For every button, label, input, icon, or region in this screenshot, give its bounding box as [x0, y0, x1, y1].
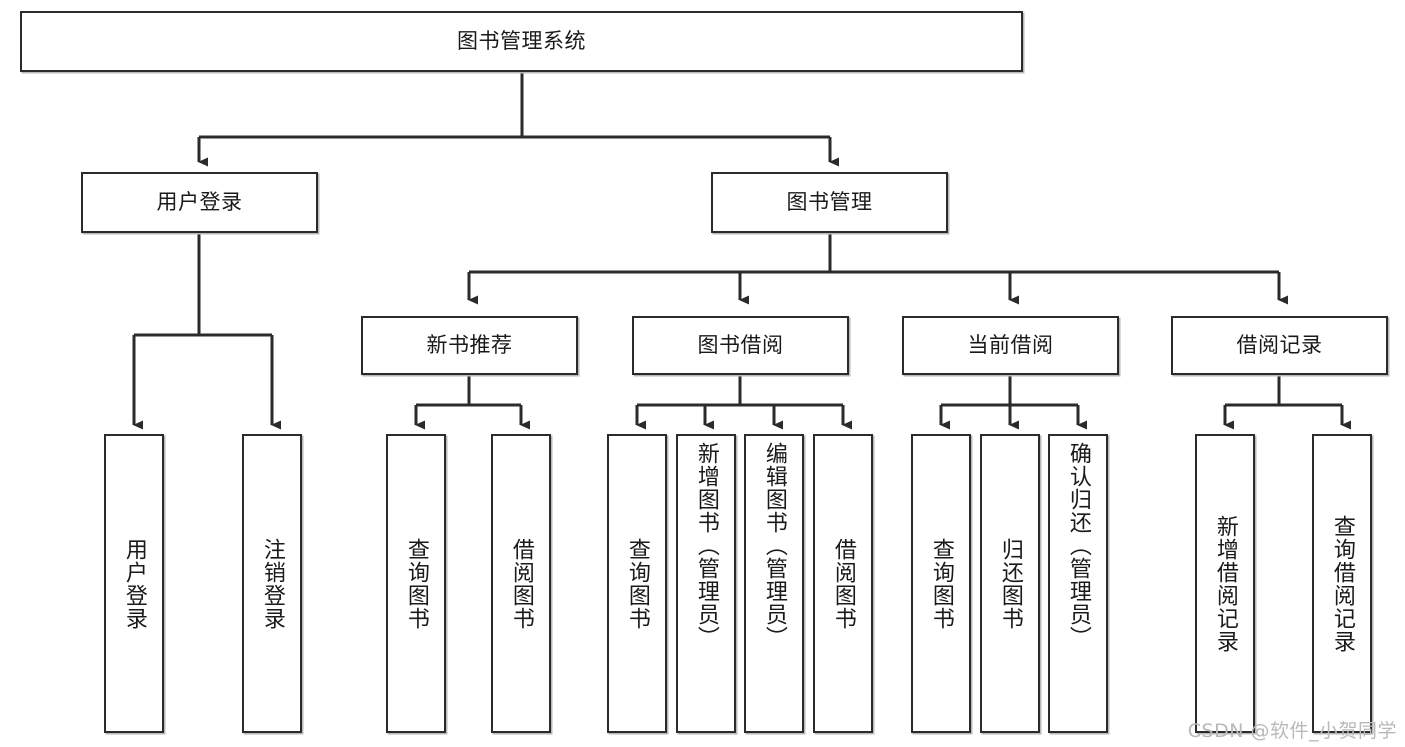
node-label: 借阅图书	[830, 537, 856, 630]
node-label: 新增图书（管理员）	[693, 442, 719, 649]
csdn-watermark: CSDN @软件_小贺同学	[1187, 720, 1397, 742]
node-user-login[interactable]: 用户登录	[81, 172, 318, 233]
node-leaf-return-book[interactable]: 归还图书	[980, 434, 1040, 733]
node-current-borrow[interactable]: 当前借阅	[902, 316, 1119, 375]
node-label: 当前借阅	[967, 333, 1054, 358]
node-leaf-add-borrow-record[interactable]: 新增借阅记录	[1195, 434, 1255, 733]
node-leaf-borrow-book[interactable]: 借阅图书	[813, 434, 873, 733]
node-label: 查询图书	[403, 537, 429, 630]
node-label: 确认归还（管理员）	[1065, 442, 1091, 649]
node-label: 查询图书	[928, 537, 954, 630]
new-book-recommend-to-leaves-edges	[414, 375, 530, 430]
node-label: 图书管理系统	[457, 29, 586, 54]
node-leaf-borrow-book-recommend[interactable]: 借阅图书	[491, 434, 551, 733]
node-leaf-query-borrow-record[interactable]: 查询借阅记录	[1312, 434, 1372, 733]
borrow-record-to-leaves-edges	[1223, 375, 1351, 430]
node-borrow-record[interactable]: 借阅记录	[1171, 316, 1388, 375]
book-management-to-level3-edges	[467, 233, 1288, 305]
node-label: 用户登录	[121, 537, 147, 630]
node-label: 新增借阅记录	[1212, 514, 1238, 653]
node-label: 图书管理	[786, 190, 873, 215]
node-label: 归还图书	[997, 537, 1023, 630]
node-label: 查询图书	[624, 537, 650, 630]
node-leaf-edit-book-admin[interactable]: 编辑图书（管理员）	[744, 434, 804, 733]
root-to-level2-edges	[197, 72, 839, 167]
node-label: 图书借阅	[697, 333, 784, 358]
book-borrow-to-leaves-edges	[635, 375, 852, 430]
node-label: 借阅图书	[508, 537, 534, 630]
node-label: 用户登录	[156, 190, 243, 215]
node-label: 新书推荐	[426, 333, 513, 358]
node-book-management[interactable]: 图书管理	[711, 172, 948, 233]
node-new-book-recommend[interactable]: 新书推荐	[361, 316, 578, 375]
node-label: 编辑图书（管理员）	[761, 442, 787, 649]
node-book-borrow[interactable]: 图书借阅	[632, 316, 849, 375]
node-leaf-query-book-current[interactable]: 查询图书	[911, 434, 971, 733]
node-label: 借阅记录	[1236, 333, 1323, 358]
node-leaf-add-book-admin[interactable]: 新增图书（管理员）	[676, 434, 736, 733]
node-label: 查询借阅记录	[1329, 514, 1355, 653]
current-borrow-to-leaves-edges	[939, 375, 1087, 430]
node-leaf-confirm-return-admin[interactable]: 确认归还（管理员）	[1048, 434, 1108, 733]
user-login-to-leaves-edges	[132, 233, 281, 430]
node-label: 注销登录	[259, 537, 285, 630]
node-leaf-user-login[interactable]: 用户登录	[104, 434, 164, 733]
node-leaf-query-book-recommend[interactable]: 查询图书	[386, 434, 446, 733]
node-leaf-logout[interactable]: 注销登录	[242, 434, 302, 733]
node-root-book-management-system[interactable]: 图书管理系统	[20, 11, 1023, 72]
node-leaf-query-book-borrow[interactable]: 查询图书	[607, 434, 667, 733]
